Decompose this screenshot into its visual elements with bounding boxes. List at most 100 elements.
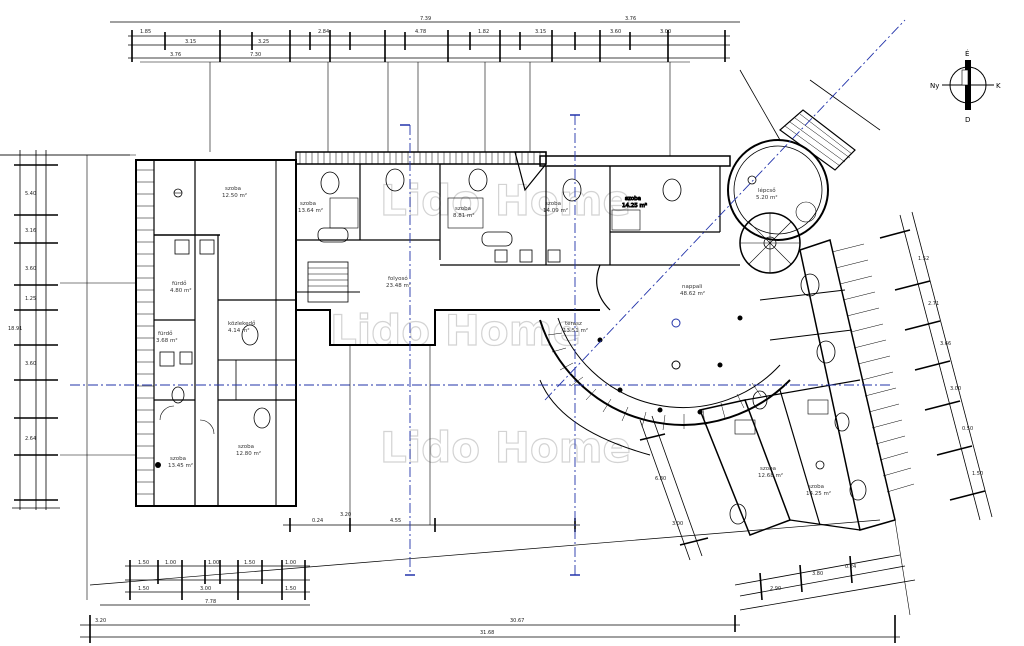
top-dimension-labels: 1.85 3.15 3.25 2.84 4.78 1.82 3.15 3.60 …	[140, 16, 671, 58]
svg-text:1.00: 1.00	[208, 560, 219, 566]
left-dimension-labels: 5.40 3.16 3.60 1.25 3.60 2.64 18.91	[8, 191, 36, 442]
svg-text:Lido Home: Lido Home	[330, 306, 581, 355]
svg-text:fürdő: fürdő	[172, 281, 187, 287]
tower-label: lépcső 5.20 m²	[756, 187, 778, 201]
svg-text:31.68: 31.68	[480, 630, 494, 636]
svg-text:3.00: 3.00	[950, 386, 961, 392]
svg-text:12.68 m²: 12.68 m²	[758, 472, 783, 479]
right-dimension-chains	[639, 69, 993, 611]
svg-text:Ny: Ny	[930, 82, 939, 90]
central-room-labels: szoba 13.64 m² szoba 8.81 m² folyosó 23.…	[298, 201, 568, 289]
section-lines	[70, 19, 906, 576]
svg-text:7.39: 7.39	[420, 16, 431, 22]
svg-text:3.20: 3.20	[340, 512, 351, 518]
svg-text:szoba: szoba	[170, 456, 186, 462]
svg-text:3.00: 3.00	[660, 29, 671, 35]
svg-text:3.68 m²: 3.68 m²	[156, 337, 178, 344]
svg-text:3.25: 3.25	[258, 39, 269, 45]
svg-text:3.60: 3.60	[25, 361, 36, 367]
bottom-dimension-labels: 1.50 1.00 1.00 1.50 1.00 1.50 3.00 1.50 …	[95, 512, 524, 636]
svg-text:szoba: szoba	[225, 186, 241, 192]
svg-text:2.90: 2.90	[770, 586, 781, 592]
svg-text:D: D	[965, 116, 970, 124]
right-top-block: szoba 14.25 m²	[514, 151, 731, 265]
svg-text:0.24: 0.24	[845, 564, 856, 570]
svg-text:szoba: szoba	[760, 466, 776, 472]
left-dimension-chains	[0, 150, 130, 510]
svg-text:terasz: terasz	[565, 321, 582, 327]
svg-text:7.30: 7.30	[250, 52, 261, 58]
svg-text:4.55: 4.55	[390, 518, 401, 524]
svg-text:szoba: szoba	[625, 196, 641, 202]
svg-text:1.25: 1.25	[25, 296, 36, 302]
svg-text:13.64 m²: 13.64 m²	[298, 207, 323, 214]
top-dimension-chains	[110, 21, 740, 63]
svg-text:13.51 m²: 13.51 m²	[563, 327, 588, 334]
svg-text:fürdő: fürdő	[158, 331, 173, 337]
svg-text:4.78: 4.78	[415, 29, 426, 35]
svg-text:48.62 m²: 48.62 m²	[680, 290, 705, 297]
svg-text:szoba: szoba	[808, 484, 824, 490]
svg-text:12.80 m²: 12.80 m²	[236, 450, 261, 457]
svg-text:É: É	[965, 49, 969, 58]
compass-icon: É D K Ny	[930, 49, 1001, 124]
svg-text:3.00: 3.00	[672, 521, 683, 527]
left-wing: szoba 12.50 m² fürdő 4.80 m² fürdő 3.68 …	[135, 159, 297, 507]
svg-text:5.40: 5.40	[25, 191, 36, 197]
svg-text:14.09 m²: 14.09 m²	[543, 207, 568, 214]
right-angled-wing	[698, 239, 915, 536]
bottom-dimension-chains	[80, 518, 900, 643]
svg-text:1.52: 1.52	[918, 256, 929, 262]
svg-text:3.16: 3.16	[25, 228, 36, 234]
spiral-stair-tower	[727, 109, 856, 274]
leader-lines	[0, 62, 911, 616]
svg-text:12.50 m²: 12.50 m²	[222, 192, 247, 199]
svg-text:13.45 m²: 13.45 m²	[168, 462, 193, 469]
svg-text:1.50: 1.50	[138, 560, 149, 566]
svg-text:23.48 m²: 23.48 m²	[386, 282, 411, 289]
svg-text:Lido Home: Lido Home	[380, 176, 631, 225]
svg-text:3.60: 3.60	[25, 266, 36, 272]
svg-text:Lido Home: Lido Home	[380, 423, 631, 472]
svg-text:folyosó: folyosó	[388, 275, 408, 282]
right-dimension-labels: 1.52 2.71 3.66 3.00 0.50 1.50 6.80 3.00 …	[655, 256, 983, 592]
svg-text:3.60: 3.60	[610, 29, 621, 35]
svg-text:3.15: 3.15	[535, 29, 546, 35]
svg-text:0.24: 0.24	[312, 518, 323, 524]
svg-text:0.50: 0.50	[962, 426, 973, 432]
svg-text:1.50: 1.50	[285, 586, 296, 592]
svg-text:18.91: 18.91	[8, 326, 22, 332]
svg-text:4.80 m²: 4.80 m²	[170, 287, 192, 294]
svg-text:30.67: 30.67	[510, 618, 524, 624]
svg-text:7.78: 7.78	[205, 599, 216, 605]
svg-text:K: K	[996, 82, 1001, 90]
svg-text:4.14 m²: 4.14 m²	[228, 327, 250, 334]
svg-text:3.76: 3.76	[625, 16, 636, 22]
svg-text:1.50: 1.50	[972, 471, 983, 477]
central-block	[295, 151, 600, 346]
svg-text:5.20 m²: 5.20 m²	[756, 194, 778, 201]
svg-text:1.82: 1.82	[478, 29, 489, 35]
svg-text:2.71: 2.71	[928, 301, 939, 307]
svg-text:lépcső: lépcső	[758, 187, 776, 194]
svg-text:3.80: 3.80	[812, 571, 823, 577]
svg-text:2.84: 2.84	[318, 29, 329, 35]
svg-text:3.15: 3.15	[185, 39, 196, 45]
watermark: Lido Home Lido Home Lido Home	[329, 175, 631, 472]
svg-text:3.00: 3.00	[200, 586, 211, 592]
right-wing-labels: szoba 12.68 m² szoba 14.25 m²	[758, 466, 831, 497]
svg-text:3.76: 3.76	[170, 52, 181, 58]
svg-text:szoba: szoba	[545, 201, 561, 207]
svg-text:1.50: 1.50	[138, 586, 149, 592]
svg-text:14.25 m²: 14.25 m²	[622, 202, 647, 209]
svg-text:szoba: szoba	[455, 206, 471, 212]
svg-text:2.64: 2.64	[25, 436, 36, 442]
svg-text:szoba: szoba	[300, 201, 316, 207]
svg-text:8.81 m²: 8.81 m²	[453, 212, 475, 219]
svg-text:14.25 m²: 14.25 m²	[806, 490, 831, 497]
svg-text:3.66: 3.66	[940, 341, 951, 347]
living-labels: nappali 48.62 m² terasz 13.51 m²	[563, 284, 705, 334]
svg-text:nappali: nappali	[682, 284, 703, 290]
svg-text:1.00: 1.00	[165, 560, 176, 566]
